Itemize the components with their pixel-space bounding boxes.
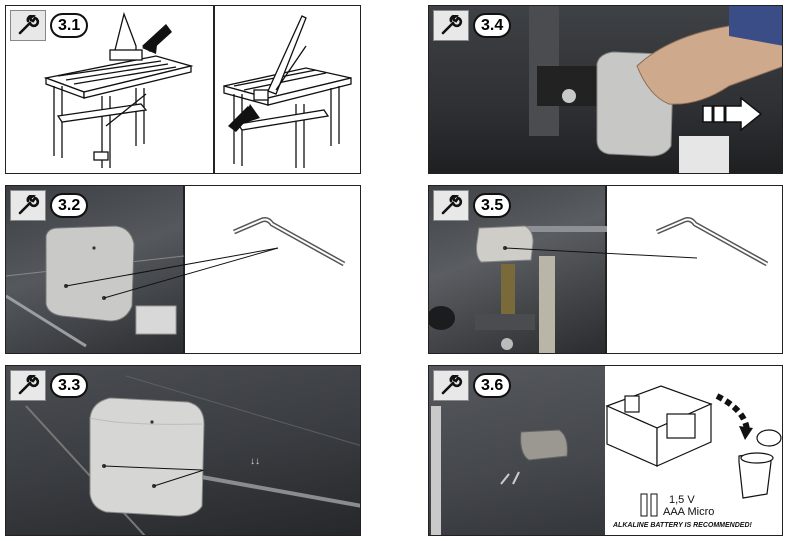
step-number: 3.2 — [50, 193, 89, 218]
battery-voltage-label: 1,5 V — [669, 494, 695, 506]
battery-disposal-illustration — [431, 385, 782, 535]
clamp-allen-key-illustration — [429, 217, 769, 353]
panel-divider — [605, 186, 607, 353]
step-panel-3-3: 3.3 ↓↓ — [5, 365, 361, 536]
step-number: 3.1 — [50, 13, 89, 38]
wrench-icon — [433, 190, 469, 221]
wrench-icon — [10, 10, 46, 41]
step-number: 3.4 — [473, 13, 512, 38]
fence-cover-photo-detail: ↓↓ — [25, 375, 360, 535]
panel-divider — [213, 6, 215, 173]
wrench-icon — [433, 10, 469, 41]
panel-divider — [183, 186, 185, 353]
step-panel-3-5: 3.5 — [428, 185, 783, 354]
step-panel-3-4: 3.4 — [428, 5, 783, 174]
battery-type-label: AAA Micro — [663, 506, 715, 518]
step-panel-3-2: 3.2 — [5, 185, 361, 354]
fence-slide-photo-detail — [529, 6, 782, 173]
allen-key-illustration — [6, 217, 346, 348]
step-number: 3.3 — [50, 373, 89, 398]
step-panel-3-1: 3.1 — [5, 5, 361, 174]
wrench-icon — [10, 370, 46, 401]
wrench-icon — [433, 370, 469, 401]
battery-recommendation-note: ALKALINE BATTERY IS RECOMMENDED! — [613, 522, 752, 529]
step-number: 3.5 — [473, 193, 512, 218]
step-panel-3-6: 3.6 1,5 V AAA Micro ALKALINE BATTERY IS … — [428, 365, 783, 536]
saw-table-illustration-left — [43, 11, 352, 168]
svg-text:↓↓: ↓↓ — [250, 456, 260, 467]
step-number: 3.6 — [473, 373, 512, 398]
wrench-icon — [10, 190, 46, 221]
